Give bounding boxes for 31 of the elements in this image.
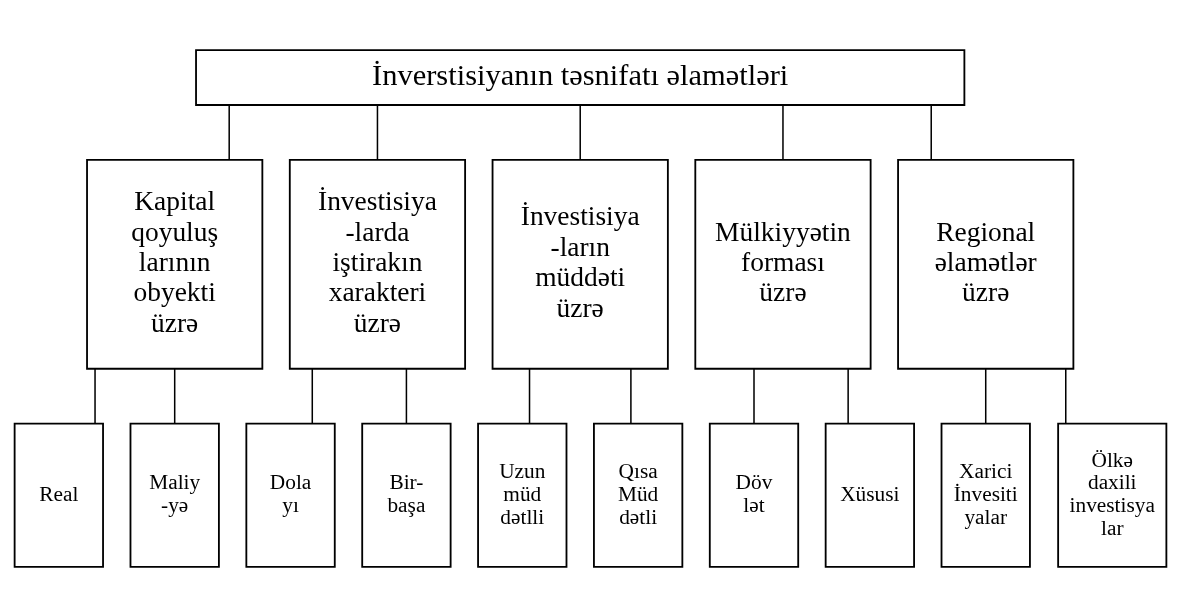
node-box: Bir- başa: [361, 422, 452, 568]
connector: [94, 367, 96, 424]
node-box: Döv lət: [708, 422, 800, 568]
node-box: Maliy -yə: [129, 422, 220, 568]
connector: [630, 367, 632, 424]
node-box: Real: [13, 422, 104, 568]
connector: [405, 367, 408, 424]
connector: [1065, 367, 1067, 424]
node-box: İnverstisiyanın təsnifatı əlamətləri: [195, 48, 966, 106]
connector: [528, 367, 531, 424]
node-box: Mülkiyyətin forması üzrə: [694, 158, 872, 370]
connector: [847, 367, 849, 424]
connector: [984, 367, 987, 424]
node-box: Dola yı: [245, 422, 336, 568]
connector: [228, 103, 230, 160]
node-box: Ölkə daxili investisya lar: [1057, 422, 1168, 568]
node-box: İnvestisiya -larda iştirakın xarakteri üzrə: [288, 158, 467, 370]
node-box: Uzun müd dətlli: [477, 422, 568, 568]
connector: [579, 103, 581, 160]
connector: [753, 367, 755, 424]
connector: [930, 103, 932, 160]
node-box: Regional əlamətlər üzrə: [897, 158, 1075, 370]
node-box: Qısa Müd dətli: [593, 422, 684, 568]
node-box: Kapital qoyuluş larının obyekti üzrə: [86, 158, 264, 370]
connector: [173, 367, 176, 424]
node-box: Xüsusi: [824, 422, 915, 568]
connector: [376, 103, 379, 160]
node-box: İnvestisiya -ların müddəti üzrə: [491, 158, 669, 370]
connector: [782, 103, 784, 160]
connector: [311, 367, 314, 424]
node-box: Xarici İnvesiti yalar: [940, 422, 1031, 568]
